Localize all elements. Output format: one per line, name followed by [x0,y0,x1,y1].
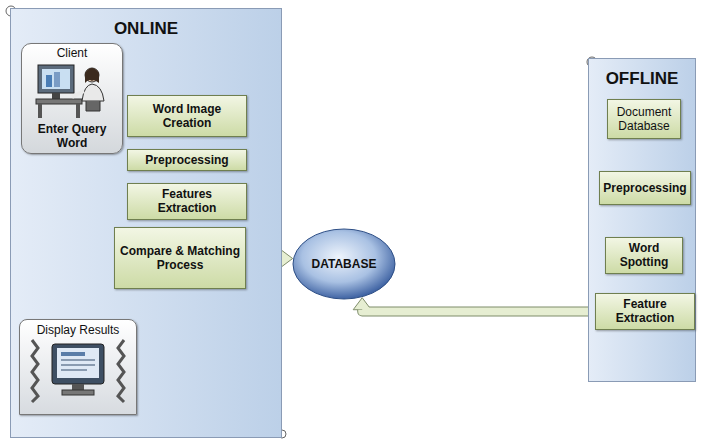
panel-title: OFFLINE [589,59,695,89]
panel-title: ONLINE [11,9,281,39]
process-box: Features Extraction [127,183,247,220]
region-panel: ONLINEClientEnter Query WordWord Image C… [10,8,282,438]
process-box: Word Image Creation [127,95,247,137]
client-caption: Enter Query Word [25,123,119,151]
process-label: Preprocessing [603,181,686,195]
database-circle: DATABASE [292,228,396,300]
process-label: Preprocessing [145,153,228,167]
process-label: Word Image Creation [133,102,241,131]
client-box: ClientEnter Query Word [21,43,123,154]
process-box: Word Spotting [605,237,683,274]
process-label: Word Spotting [611,241,677,270]
process-label: Feature Extraction [601,297,689,326]
process-label: Document Database [613,105,675,134]
client-art [32,61,112,123]
results-box: Display Results [19,319,137,415]
client-illustration [32,61,112,119]
client-label: Client [57,47,88,61]
process-label: Compare & Matching Process [120,244,240,273]
process-box: Feature Extraction [595,293,695,330]
results-screen-icon [28,338,128,404]
process-label: Features Extraction [133,187,241,216]
results-art [28,338,128,408]
process-box: Preprocessing [127,149,247,171]
results-label: Display Results [33,322,124,338]
process-box: Compare & Matching Process [114,227,246,289]
flow-arrow [353,298,595,312]
database-label: DATABASE [312,257,377,271]
process-box: Document Database [607,99,681,139]
process-box: Preprocessing [599,171,691,205]
region-panel: OFFLINE Document DatabasePreprocessingWor… [588,58,696,382]
